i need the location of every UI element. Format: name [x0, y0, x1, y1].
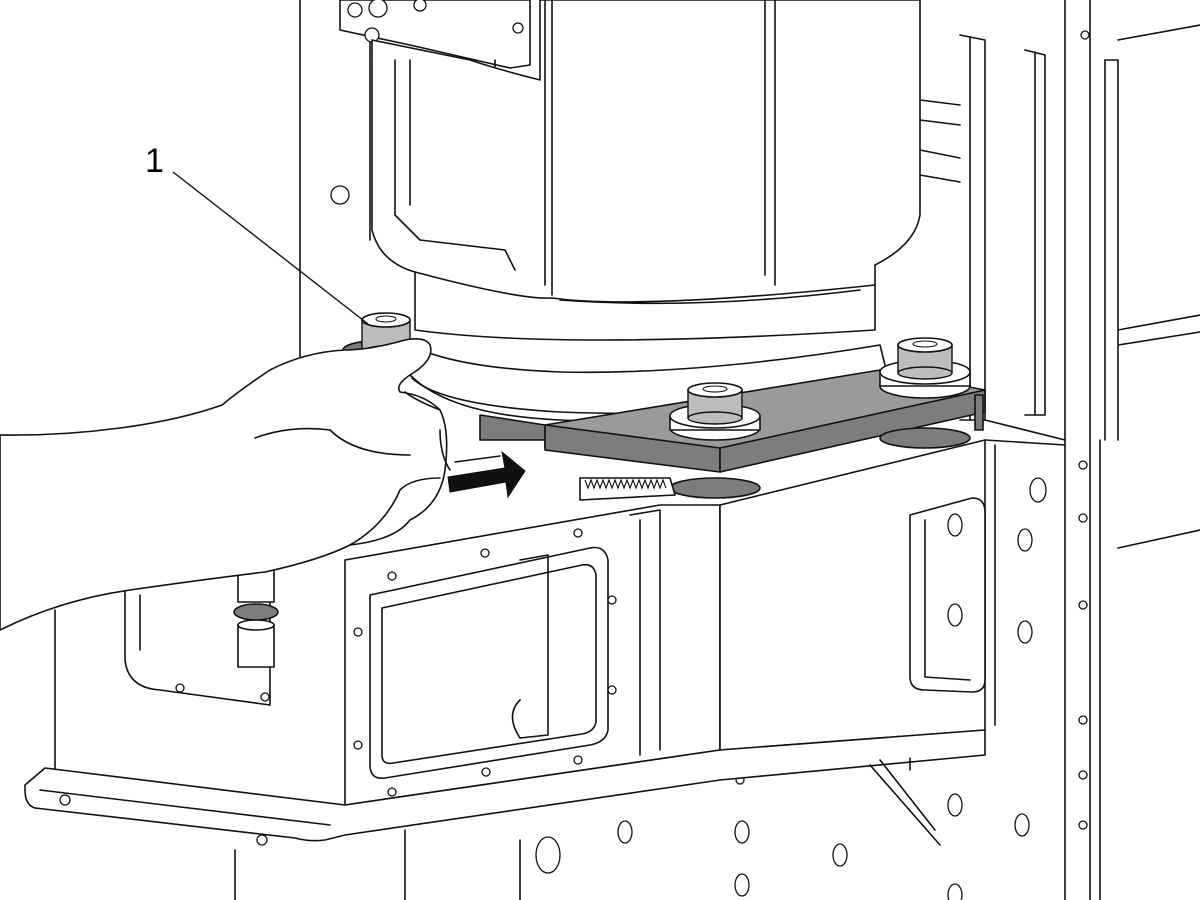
fixture-plate	[479, 369, 986, 473]
gear-rack	[579, 477, 676, 501]
motor-housing	[371, 0, 921, 341]
upper-bracket	[339, 0, 531, 166]
lower-frame	[234, 820, 963, 900]
arrow-right-icon	[454, 455, 501, 463]
base-plate	[24, 729, 986, 846]
direction-arrow	[447, 450, 526, 499]
hand-illustration	[0, 338, 451, 631]
callout-number: 1	[145, 142, 164, 180]
lower-housing	[344, 439, 1101, 900]
plate-bolt-right	[879, 337, 971, 449]
background-frame	[299, 0, 1200, 549]
callout-leader-line	[172, 171, 369, 325]
callout-1: 1	[145, 142, 369, 325]
